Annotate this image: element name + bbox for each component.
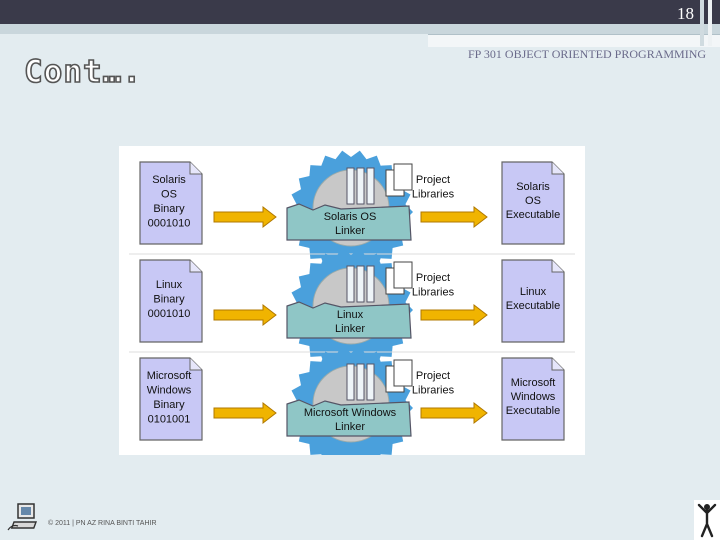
library-tube — [346, 265, 355, 303]
diagram-label: Executable — [506, 209, 560, 221]
header-accent-bar — [700, 0, 704, 46]
output-arrow — [420, 401, 488, 425]
diagram-label: 0001010 — [148, 218, 191, 230]
library-sheet — [393, 261, 413, 289]
slide-title: Cont…. — [23, 53, 142, 91]
binary-document — [139, 259, 203, 343]
diagram-label: Libraries — [412, 385, 455, 397]
library-tube — [366, 363, 375, 401]
diagram-label: 0001010 — [148, 308, 191, 320]
library-tube — [366, 265, 375, 303]
library-tube — [356, 363, 365, 401]
person-icon — [694, 500, 720, 540]
course-title: FP 301 OBJECT ORIENTED PROGRAMMING — [468, 47, 707, 61]
diagram-label: Libraries — [412, 287, 455, 299]
binary-document-fold — [189, 162, 202, 175]
linker-box — [286, 399, 412, 437]
diagram-label: Binary — [153, 203, 185, 215]
executable-document — [501, 357, 565, 441]
diagram-label: OS — [161, 189, 177, 201]
output-arrow — [420, 303, 488, 327]
diagram-label: Solaris OS — [324, 211, 377, 223]
executable-document-fold — [551, 260, 564, 273]
diagram-label: Windows — [511, 391, 556, 403]
diagram-label: Linker — [335, 225, 365, 237]
diagram-label: Executable — [506, 300, 560, 312]
computer-icon — [7, 503, 38, 531]
library-tube — [356, 265, 365, 303]
diagram-label: Linux — [337, 309, 364, 321]
top-bar-shade — [0, 24, 720, 34]
diagram-label: Project — [416, 272, 450, 284]
diagram-label: Microsoft — [147, 370, 192, 382]
diagram-label: Linker — [335, 323, 365, 335]
diagram-label: Solaris — [516, 181, 550, 193]
top-bar — [0, 0, 720, 24]
input-arrow — [213, 205, 277, 229]
executable-document-fold — [551, 162, 564, 175]
diagram-label: Solaris — [152, 174, 186, 186]
input-arrow — [213, 401, 277, 425]
output-arrow — [420, 205, 488, 229]
linker-box — [286, 203, 412, 241]
binary-document-fold — [189, 260, 202, 273]
library-tube — [356, 167, 365, 205]
footer-copyright: © 2011 | PN AZ RINA BINTI TAHIR — [48, 520, 157, 527]
diagram-label: Microsoft — [511, 377, 556, 389]
diagram-label: Microsoft Windows — [304, 407, 397, 419]
library-tube — [346, 363, 355, 401]
header-stripe — [428, 34, 720, 47]
diagram-label: Project — [416, 174, 450, 186]
library-tube — [346, 167, 355, 205]
diagram-label: OS — [525, 195, 541, 207]
slide-number: 18 — [677, 4, 694, 23]
binary-document — [139, 357, 203, 441]
executable-document — [501, 161, 565, 245]
diagram-label: Binary — [153, 399, 185, 411]
executable-document — [501, 259, 565, 343]
binary-document — [139, 161, 203, 245]
diagram-label: Binary — [153, 294, 185, 306]
diagram-label: 0101001 — [148, 414, 191, 426]
diagram-label: Linux — [520, 286, 547, 298]
linker-box — [286, 301, 412, 339]
diagram-label: Project — [416, 370, 450, 382]
header-accent-bar — [708, 0, 712, 46]
library-sheet — [393, 163, 413, 191]
diagram-label: Executable — [506, 405, 560, 417]
library-sheet — [393, 359, 413, 387]
diagram-label: Linux — [156, 279, 183, 291]
diagram-label: Libraries — [412, 189, 455, 201]
binary-document-fold — [189, 358, 202, 371]
diagram-label: Windows — [147, 385, 192, 397]
executable-document-fold — [551, 358, 564, 371]
input-arrow — [213, 303, 277, 327]
diagram-label: Linker — [335, 421, 365, 433]
library-tube — [366, 167, 375, 205]
